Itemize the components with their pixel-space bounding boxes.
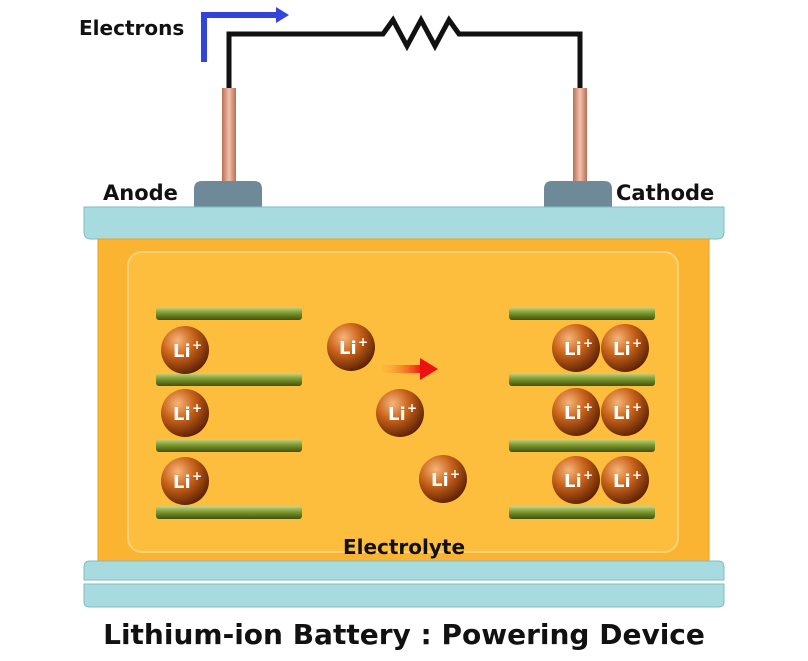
cathode-ion: Li+ (552, 324, 600, 372)
ion-sphere (161, 326, 209, 374)
ion-symbol: Li (431, 470, 449, 491)
ion-charge: + (583, 400, 593, 414)
anode-plate (156, 439, 302, 452)
ion-symbol: Li (173, 341, 191, 362)
ion-flow-arrow (382, 358, 438, 380)
ion-symbol: Li (339, 338, 357, 359)
ion-sphere (552, 324, 600, 372)
ion-sphere (552, 388, 600, 436)
anode-ion: Li+ (161, 389, 209, 437)
anode-plate (156, 506, 302, 519)
ion-charge: + (192, 401, 202, 415)
cathode-plate (509, 439, 655, 452)
ion-sphere (161, 389, 209, 437)
electrolyte-ion: Li+ (419, 455, 467, 503)
cathode-rod (573, 88, 587, 184)
ion-sphere (161, 457, 209, 505)
cathode-plate (509, 373, 655, 386)
diagram-title: Lithium-ion Battery : Powering Device (103, 618, 705, 651)
ion-sphere (601, 456, 649, 504)
cathode-electrode (509, 307, 655, 519)
anode-terminal (194, 181, 262, 207)
ion-symbol: Li (613, 471, 631, 492)
battery-lid (83, 206, 725, 240)
ion-charge: + (583, 336, 593, 350)
ion-sphere (601, 388, 649, 436)
electrolyte-label: Electrolyte (343, 535, 465, 559)
ion-symbol: Li (173, 472, 191, 493)
cathode-terminal (544, 181, 612, 207)
ion-symbol: Li (173, 404, 191, 425)
ion-charge: + (450, 467, 460, 481)
cathode-plate (509, 307, 655, 320)
cathode-ion: Li+ (601, 388, 649, 436)
ion-symbol: Li (564, 403, 582, 424)
lithium-ions: Li+Li+Li+Li+Li+Li+Li+Li+Li+Li+Li+Li+ (161, 323, 649, 505)
ion-charge: + (632, 400, 642, 414)
anode-ion: Li+ (161, 457, 209, 505)
ion-charge: + (192, 338, 202, 352)
anode-plate (156, 373, 302, 386)
anode-plate (156, 307, 302, 320)
ion-symbol: Li (564, 339, 582, 360)
anode-electrode (156, 307, 302, 519)
ion-charge: + (192, 469, 202, 483)
ion-charge: + (632, 336, 642, 350)
electrons-label: Electrons (79, 16, 184, 40)
ion-symbol: Li (388, 404, 406, 425)
cathode-ion: Li+ (601, 456, 649, 504)
electron-flow-arrow (201, 7, 289, 62)
cathode-label: Cathode (616, 181, 714, 205)
ion-sphere (376, 389, 424, 437)
ion-sphere (601, 324, 649, 372)
external-circuit (226, 14, 583, 88)
circuit-wire (226, 14, 583, 88)
battery-base-lower (83, 583, 725, 608)
ion-charge: + (583, 468, 593, 482)
cathode-plate (509, 506, 655, 519)
battery-base-upper (83, 560, 725, 581)
anode-ion: Li+ (161, 326, 209, 374)
cathode-ion: Li+ (552, 456, 600, 504)
ion-symbol: Li (613, 339, 631, 360)
cathode-ion: Li+ (552, 388, 600, 436)
anode-label: Anode (103, 181, 178, 205)
ion-symbol: Li (564, 471, 582, 492)
ion-charge: + (632, 468, 642, 482)
electrolyte-ion: Li+ (376, 389, 424, 437)
anode-rod (222, 88, 236, 184)
ion-charge: + (358, 335, 368, 349)
ion-sphere (419, 455, 467, 503)
electrolyte-ion: Li+ (327, 323, 375, 371)
ion-symbol: Li (613, 403, 631, 424)
ion-sphere (552, 456, 600, 504)
ion-charge: + (407, 401, 417, 415)
cathode-ion: Li+ (601, 324, 649, 372)
ion-sphere (327, 323, 375, 371)
